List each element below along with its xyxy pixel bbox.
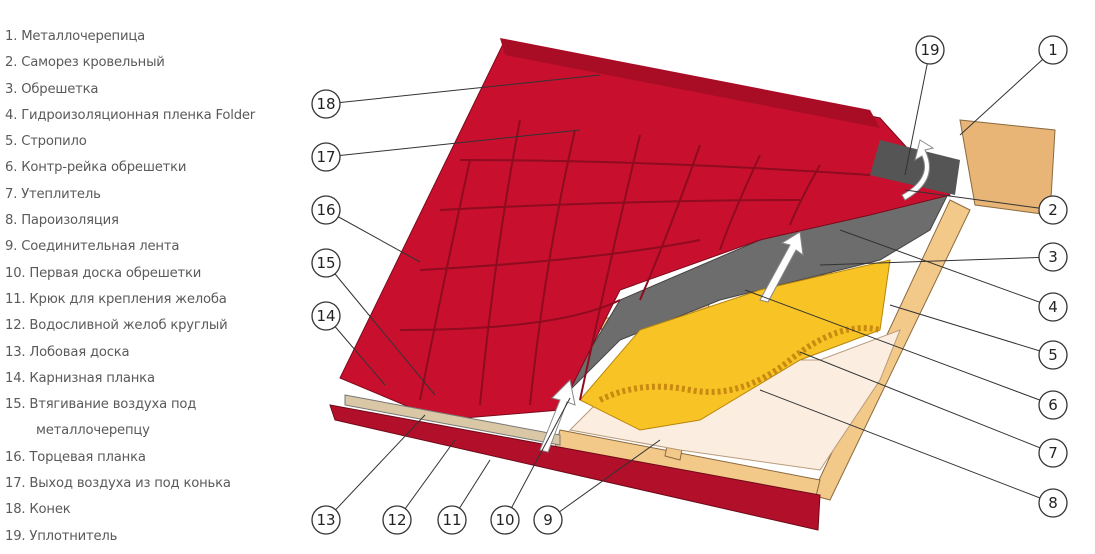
callout-7: 7 (1038, 438, 1068, 468)
callout-17: 17 (311, 142, 341, 172)
roof-diagram: 1 2 3 4 5 6 7 8 9 10 11 12 13 14 15 16 1… (311, 35, 1068, 535)
legend-item-1: 1. Металлочерепица (5, 29, 146, 44)
legend-item-18: 18. Конек (5, 502, 71, 518)
svg-text:8: 8 (1048, 494, 1058, 512)
legend-item-6: 6. Контр-рейка обрешетки (5, 160, 187, 176)
svg-text:15: 15 (316, 254, 335, 272)
metal-tile-roof (339, 38, 951, 421)
callout-16: 16 (311, 195, 341, 225)
legend-item-5: 5. Стропило (5, 134, 87, 150)
svg-text:5: 5 (1048, 346, 1058, 364)
legend-list: 1. Металлочерепица 2. Саморез кровельный… (5, 28, 255, 554)
callout-8: 8 (1038, 488, 1068, 518)
svg-text:11: 11 (442, 511, 461, 529)
legend-item-13: 13. Лобовая доска (5, 344, 130, 360)
callout-19: 19 (915, 35, 945, 65)
callout-5: 5 (1038, 340, 1068, 370)
svg-text:10: 10 (495, 511, 514, 529)
svg-text:12: 12 (387, 511, 406, 529)
svg-text:4: 4 (1048, 298, 1058, 316)
svg-text:18: 18 (316, 95, 335, 113)
svg-text:2: 2 (1048, 201, 1058, 219)
callout-14: 14 (311, 301, 341, 331)
svg-text:6: 6 (1048, 396, 1058, 414)
svg-text:19: 19 (920, 41, 939, 59)
callout-2: 2 (1038, 195, 1068, 225)
air-flow-arrows (539, 139, 935, 453)
svg-text:14: 14 (316, 307, 335, 325)
callout-4: 4 (1038, 292, 1068, 322)
legend-item-16: 16. Торцевая планка (5, 449, 146, 465)
legend-item-9: 9. Соединительная лента (5, 239, 180, 255)
legend-item-14: 14. Карнизная планка (5, 370, 155, 386)
callout-9: 9 (533, 505, 563, 535)
svg-text:16: 16 (316, 201, 335, 219)
callout-1: 1 (1038, 35, 1068, 65)
svg-text:17: 17 (316, 148, 335, 166)
legend-item-10: 10. Первая доска обрешетки (5, 265, 202, 281)
callout-13: 13 (311, 505, 341, 535)
callout-3: 3 (1038, 242, 1068, 272)
legend-item-11: 11. Крюк для крепления желоба (5, 291, 227, 307)
legend-item-3: 3. Обрешетка (5, 81, 99, 97)
legend-item-2: 2. Саморез кровельный (5, 55, 165, 71)
callout-10: 10 (490, 505, 520, 535)
insulation (579, 259, 891, 431)
gutter (329, 404, 821, 531)
eave-board (344, 394, 561, 446)
legend-item-19: 19. Уплотнитель (5, 528, 118, 544)
legend-item-17: 17. Выход воздуха из под конька (5, 476, 231, 492)
callout-11: 11 (437, 505, 467, 535)
callout-6: 6 (1038, 390, 1068, 420)
svg-text:7: 7 (1048, 444, 1058, 462)
callout-18: 18 (311, 89, 341, 119)
svg-text:13: 13 (316, 511, 335, 529)
svg-text:1: 1 (1048, 41, 1058, 59)
ridge-seal (870, 140, 960, 195)
legend-item-8: 8. Пароизоляция (5, 213, 119, 229)
leader-lines (325, 49, 1054, 521)
legend-item-4: 4. Гидроизоляционная пленка Folder (5, 107, 256, 123)
callout-15: 15 (311, 248, 341, 278)
legend-item-12: 12. Водосливной желоб круглый (5, 318, 228, 334)
svg-text:9: 9 (543, 511, 553, 529)
callout-12: 12 (382, 505, 412, 535)
svg-text:3: 3 (1048, 248, 1058, 266)
legend-item-7: 7. Утеплитель (5, 186, 101, 202)
